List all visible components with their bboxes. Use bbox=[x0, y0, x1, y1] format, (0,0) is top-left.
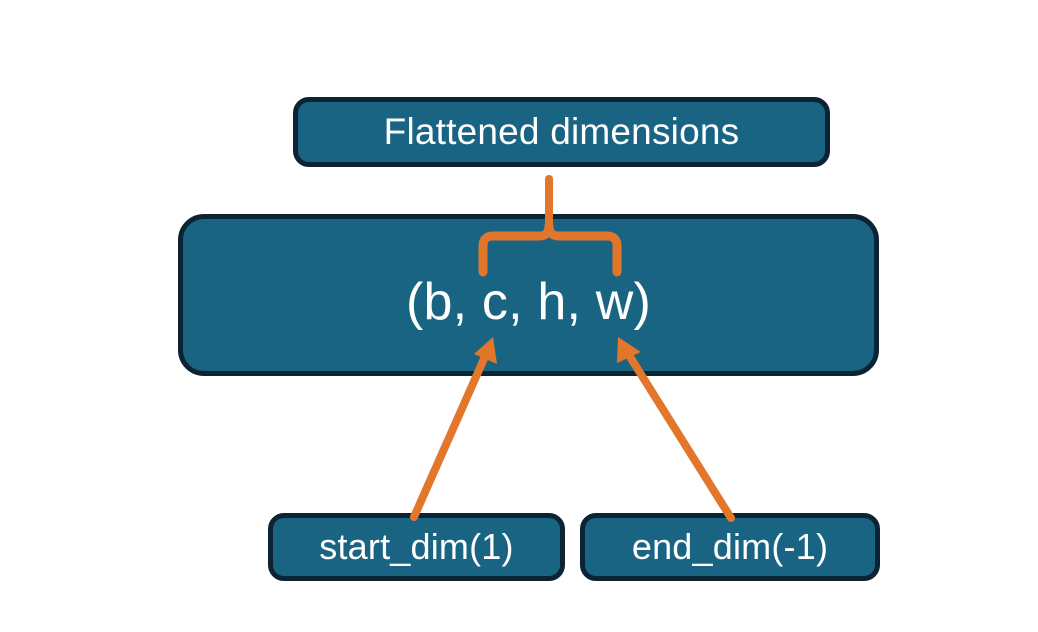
tensor-shape-label: (b, c, h, w) bbox=[405, 273, 652, 331]
flattened-dimensions-label: Flattened dimensions bbox=[383, 111, 740, 152]
start-dim-label: start_dim(1) bbox=[319, 526, 514, 567]
end-dim-label: end_dim(-1) bbox=[631, 526, 829, 567]
start-dim-arrow-shaft bbox=[410, 348, 491, 521]
start-dim-box[interactable]: start_dim(1) bbox=[268, 513, 565, 581]
tensor-shape-box[interactable]: (b, c, h, w) bbox=[178, 214, 879, 376]
flattened-dimensions-box[interactable]: Flattened dimensions bbox=[293, 97, 830, 167]
end-dim-box[interactable]: end_dim(-1) bbox=[580, 513, 880, 581]
end-dim-arrow-shaft bbox=[623, 348, 735, 522]
